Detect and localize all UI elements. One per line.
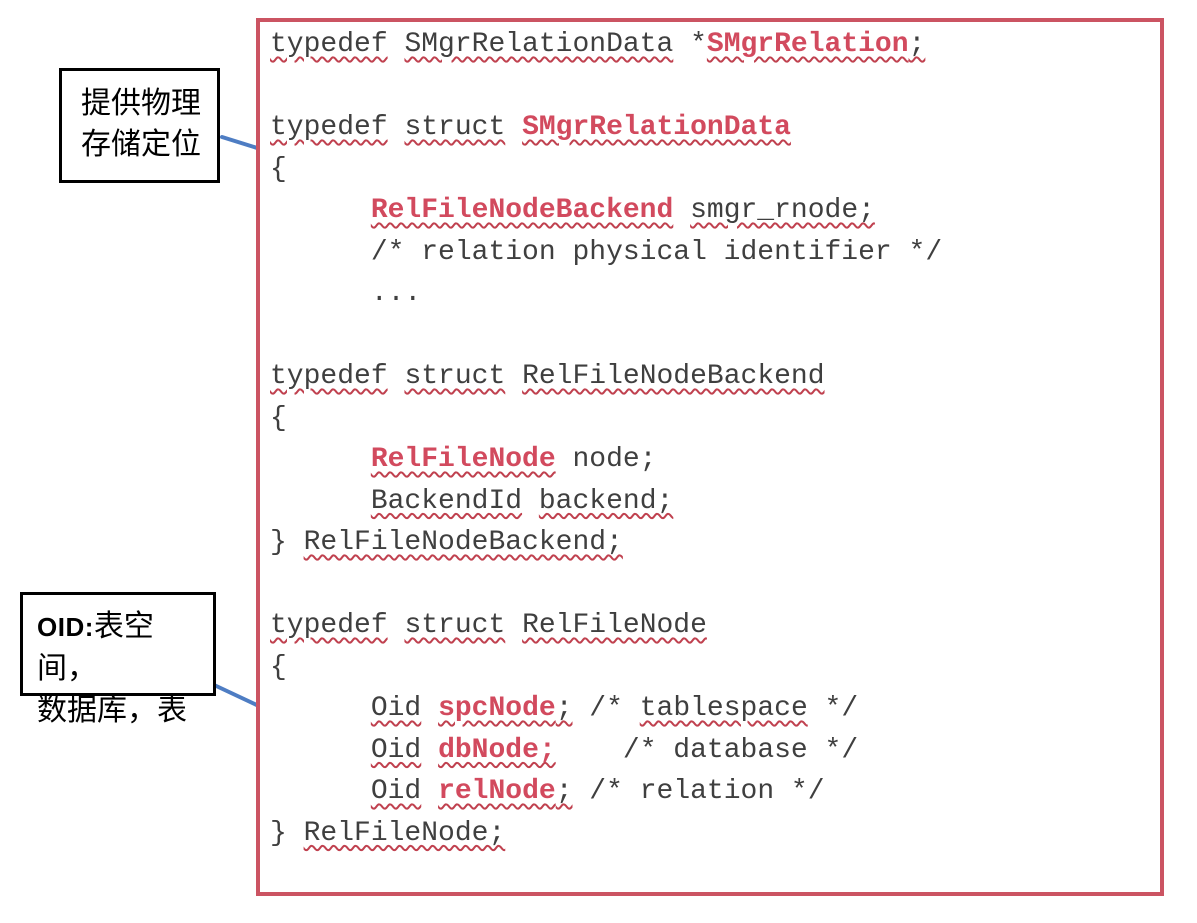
code-token: RelFileNode xyxy=(522,610,707,641)
code-token xyxy=(270,776,371,807)
code-token: backend; xyxy=(538,485,674,517)
code-line: typedef SMgrRelationData *SMgrRelation; xyxy=(270,24,1160,66)
code-token: struct xyxy=(404,112,506,143)
code-token: Oid xyxy=(370,776,422,807)
code-line: Oid spcNode; /* tablespace */ xyxy=(270,688,1160,730)
code-token: { xyxy=(270,402,287,434)
code-token xyxy=(505,361,522,392)
storage-note-line2: 存储定位 xyxy=(81,128,201,161)
code-token xyxy=(388,361,405,392)
code-token xyxy=(270,486,371,517)
code-token xyxy=(270,693,371,724)
oid-note-line2: 数据库，表 xyxy=(37,694,187,727)
code-box: typedef SMgrRelationData *SMgrRelation; … xyxy=(256,18,1164,896)
code-token-highlight: RelFileNode xyxy=(370,444,556,475)
code-token xyxy=(421,693,438,724)
code-token-highlight: spcNode xyxy=(438,693,556,724)
code-line: } RelFileNode; xyxy=(270,813,1160,855)
oid-label: OID: xyxy=(37,612,94,642)
code-token: /* relation */ xyxy=(572,776,825,807)
code-token: ... xyxy=(370,278,422,309)
code-token: typedef xyxy=(270,29,388,60)
code-token: } xyxy=(270,817,304,849)
code-line: ... xyxy=(270,273,1160,315)
code-token: } xyxy=(270,527,304,558)
code-token xyxy=(421,735,438,766)
code-line xyxy=(270,564,1160,606)
code-token: Oid xyxy=(370,693,422,724)
code-token xyxy=(673,195,690,226)
code-token: smgr_rnode; xyxy=(690,195,875,226)
code-token: BackendId xyxy=(370,485,523,517)
code-token: { xyxy=(270,651,287,683)
code-token: ; xyxy=(555,776,573,807)
code-token xyxy=(388,29,405,60)
code-token: { xyxy=(270,153,287,185)
oid-note-line1: OID:表空间， xyxy=(37,606,213,690)
code-token xyxy=(270,278,371,309)
code-token xyxy=(388,610,405,641)
code-line: { xyxy=(270,398,1160,440)
code-token: typedef xyxy=(270,361,388,392)
code-token: struct xyxy=(404,361,506,392)
code-token: /* relation physical identifier */ xyxy=(370,236,943,268)
code-token: * xyxy=(673,29,707,60)
code-token xyxy=(522,486,539,517)
code-token: struct xyxy=(404,610,506,641)
code-token: typedef xyxy=(270,610,388,641)
code-token xyxy=(505,112,522,143)
code-line: typedef struct SMgrRelationData xyxy=(270,107,1160,149)
code-token-highlight: RelFileNodeBackend xyxy=(370,195,674,226)
code-token xyxy=(421,776,438,807)
oid-note-line1-text: 表空间， xyxy=(37,610,154,685)
code-token: RelFileNodeBackend; xyxy=(303,527,623,558)
code-token xyxy=(505,610,522,641)
code-token: ; xyxy=(908,29,926,60)
code-token xyxy=(270,735,371,766)
code-token: typedef xyxy=(270,112,388,143)
code-token: Oid xyxy=(370,734,422,766)
annotation-storage-note: 提供物理 存储定位 xyxy=(59,68,220,183)
code-line: typedef struct RelFileNodeBackend xyxy=(270,356,1160,398)
code-token: RelFileNode; xyxy=(303,817,506,849)
storage-note-line1: 提供物理 xyxy=(81,87,201,120)
code-token: /* xyxy=(572,693,640,724)
code-token-highlight: relNode xyxy=(438,776,556,807)
code-line: BackendId backend; xyxy=(270,481,1160,523)
code-line: /* relation physical identifier */ xyxy=(270,232,1160,274)
code-token-highlight: dbNode; xyxy=(438,734,556,766)
code-line: { xyxy=(270,647,1160,689)
code-line: { xyxy=(270,149,1160,191)
code-line: Oid dbNode; /* database */ xyxy=(270,730,1160,772)
code-token xyxy=(270,195,371,226)
code-token xyxy=(388,112,405,143)
code-token-highlight: SMgrRelation xyxy=(706,29,909,60)
code-token: */ xyxy=(807,693,859,724)
code-line xyxy=(270,66,1160,108)
code-token: node; xyxy=(555,444,657,475)
code-line: RelFileNodeBackend smgr_rnode; xyxy=(270,190,1160,232)
code-token xyxy=(270,444,371,475)
code-line: RelFileNode node; xyxy=(270,439,1160,481)
code-token-highlight: SMgrRelationData xyxy=(522,112,791,143)
annotation-oid-note: OID:表空间， 数据库，表 xyxy=(20,592,216,727)
code-line xyxy=(270,315,1160,357)
code-token: SMgrRelationData xyxy=(404,29,674,60)
code-line: typedef struct RelFileNode xyxy=(270,605,1160,647)
code-token: RelFileNodeBackend xyxy=(522,361,825,392)
code-token: /* database */ xyxy=(555,734,859,766)
code-token: tablespace xyxy=(639,693,808,724)
code-line: Oid relNode; /* relation */ xyxy=(270,771,1160,813)
code-token xyxy=(270,237,371,268)
code-line: } RelFileNodeBackend; xyxy=(270,522,1160,564)
code-token: ; xyxy=(555,693,573,724)
